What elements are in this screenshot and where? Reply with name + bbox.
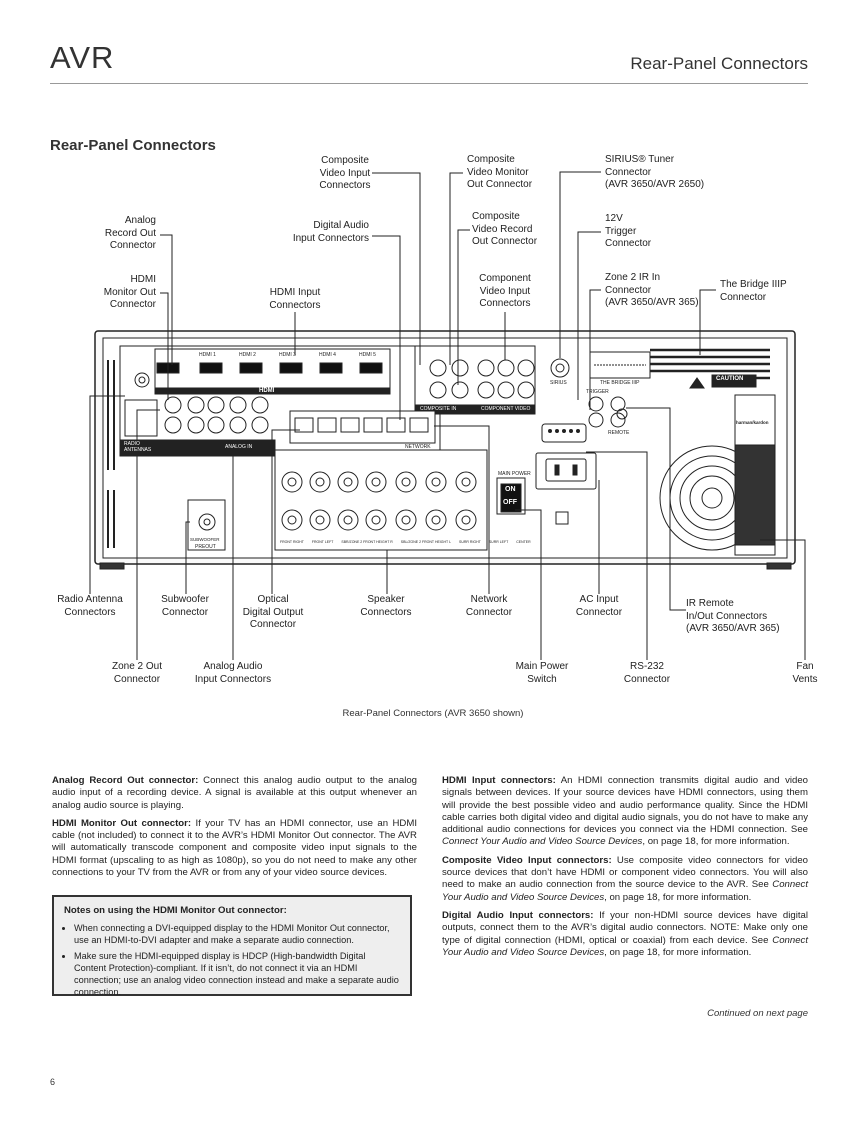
panel-label-brand-plate: harman/kardon (736, 420, 769, 425)
callout-fan-vents: Fan Vents (792, 661, 818, 685)
notes-list: When connecting a DVI-equipped display t… (64, 922, 400, 998)
panel-label-radio: RADIO ANTENNAS (124, 441, 152, 453)
page-header-title: Rear-Panel Connectors (630, 54, 808, 73)
callout-composite-video-record: Composite Video Record Out Connector (472, 211, 538, 247)
paragraph-hdmi-input: HDMI Input connectors: An HDMI connectio… (442, 775, 808, 849)
cross-reference: Connect Your Audio and Video Source Devi… (442, 879, 808, 903)
paragraph-tail: , on page 18, for more information. (604, 946, 752, 958)
speaker-label: SURR RIGHT (459, 540, 481, 544)
speaker-label: SURR LEFT (488, 540, 509, 544)
cross-reference: Connect Your Audio and Video Source Devi… (442, 934, 808, 958)
speaker-label: SBR/ZONE 2 FRONT HEIGHT R (341, 540, 393, 544)
callout-sirius-tuner: SIRIUS® Tuner Connector (AVR 3650/AVR 26… (605, 154, 705, 190)
speaker-label: SBL/ZONE 2 FRONT HEIGHT L (400, 540, 452, 544)
callout-radio-antenna: Radio Antenna Connectors (57, 594, 123, 618)
figure-caption: Rear-Panel Connectors (AVR 3650 shown) (342, 708, 524, 719)
panel-label-hdmi-2: HDMI 2 (239, 352, 256, 358)
paragraph-tail: , on page 18, for more information. (604, 891, 752, 903)
paragraph-hdmi-monitor-out: HDMI Monitor Out connector: If your TV h… (52, 818, 417, 879)
panel-label-on: ON (505, 486, 516, 493)
panel-label-sirius: SIRIUS (550, 380, 567, 386)
paragraph-heading: Digital Audio Input connectors: (442, 909, 594, 921)
panel-label-the-bridge: THE BRIDGE IIIP (600, 380, 640, 386)
paragraph-digital-audio-input: Digital Audio Input connectors: If your … (442, 910, 808, 959)
callout-component-video-input: Component Video Input Connectors (479, 273, 531, 309)
panel-label-trigger: TRIGGER (586, 389, 609, 395)
panel-label-preout: PREOUT (195, 544, 216, 550)
callout-main-power: Main Power Switch (515, 661, 569, 685)
callout-composite-video-monitor: Composite Video Monitor Out Connector (467, 154, 533, 190)
panel-label-subwoofer: SUBWOOFER (190, 537, 220, 542)
callout-bridge-iiip: The Bridge IIIP Connector (720, 279, 787, 303)
panel-label-main-power: MAIN POWER (498, 471, 531, 477)
callout-rs232: RS-232 Connector (623, 661, 671, 685)
paragraph-text: If your TV has an HDMI connector, use an… (52, 817, 418, 879)
callout-subwoofer: Subwoofer Connector (161, 594, 209, 618)
callout-composite-video-input: Composite Video Input Connectors (319, 155, 371, 191)
panel-label-off: OFF (503, 499, 517, 506)
continued-note: Continued on next page (707, 1008, 808, 1019)
paragraph-text: Connect this analog audio output to the … (52, 775, 417, 811)
paragraph-text: An HDMI connection transmits digital aud… (442, 775, 809, 836)
callout-ac-input: AC Input Connector (575, 594, 623, 618)
paragraph-tail: , on page 18, for more information. (642, 836, 790, 848)
panel-label-analog-in: ANALOG IN (225, 444, 253, 450)
panel-label-remote: REMOTE (608, 430, 630, 436)
rear-panel-diagram (89, 171, 806, 660)
callout-hdmi-input: HDMI Input Connectors (269, 287, 321, 311)
panel-label-hdmi: HDMI (259, 388, 275, 394)
callout-zone2-ir-in: Zone 2 IR In Connector (AVR 3650/AVR 365… (605, 272, 699, 308)
panel-label-caution: CAUTION (716, 376, 744, 382)
callout-analog-record-out: Analog Record Out Connector (104, 215, 156, 251)
page-number: 6 (50, 1077, 56, 1087)
paragraph-composite-video-input: Composite Video Input connectors: Use co… (442, 855, 808, 904)
callout-speaker: Speaker Connectors (360, 594, 412, 618)
speaker-labels-row: FRONT RIGHT FRONT LEFT SBR/ZONE 2 FRONT … (280, 540, 531, 544)
panel-label-hdmi-5: HDMI 5 (359, 352, 376, 358)
callout-zone2-out: Zone 2 Out Connector (111, 661, 163, 685)
speaker-label: CENTER (516, 540, 531, 544)
callout-digital-audio-input: Digital Audio Input Connectors (292, 220, 369, 244)
panel-label-hdmi-4: HDMI 4 (319, 352, 336, 358)
notes-item: When connecting a DVI-equipped display t… (74, 922, 400, 946)
header-divider (50, 83, 808, 84)
notes-box: Notes on using the HDMI Monitor Out conn… (52, 895, 412, 998)
section-title: Rear-Panel Connectors (50, 137, 216, 154)
paragraph-analog-record-out: Analog Record Out connector: Connect thi… (52, 775, 417, 812)
notes-item: Make sure the HDMI-equipped display is H… (74, 950, 400, 998)
notes-title: Notes on using the HDMI Monitor Out conn… (64, 905, 287, 916)
callout-network: Network Connector (465, 594, 513, 618)
left-column: Analog Record Out connector: Connect thi… (52, 775, 417, 885)
callout-hdmi-monitor-out: HDMI Monitor Out Connector (103, 274, 156, 310)
panel-label-network: NETWORK (405, 444, 431, 450)
paragraph-heading: Composite Video Input connectors: (442, 854, 612, 866)
paragraph-heading: HDMI Monitor Out connector: (52, 817, 192, 829)
brand-logo: AVR (50, 40, 115, 75)
right-column: HDMI Input connectors: An HDMI connectio… (442, 775, 808, 965)
panel-label-composite-in: COMPOSITE IN (420, 406, 457, 412)
panel-label-component-video: COMPONENT VIDEO (481, 406, 531, 412)
speaker-label: FRONT RIGHT (280, 540, 304, 544)
speaker-label: FRONT LEFT (311, 540, 334, 544)
paragraph-text: Use composite video connectors for video… (442, 854, 808, 891)
panel-label-hdmi-1: HDMI 1 (199, 352, 216, 358)
callout-analog-audio-input: Analog Audio Input Connectors (194, 661, 272, 685)
callout-ir-remote: IR Remote In/Out Connectors (AVR 3650/AV… (686, 598, 780, 634)
callout-12v-trigger: 12V Trigger Connector (605, 213, 652, 249)
cross-reference: Connect Your Audio and Video Source Devi… (442, 836, 643, 848)
paragraph-text: If your non-HDMI source devices have dig… (442, 909, 808, 946)
paragraph-heading: Analog Record Out connector: (52, 775, 199, 786)
panel-label-hdmi-3: HDMI 3 (279, 352, 296, 358)
paragraph-heading: HDMI Input connectors: (442, 775, 556, 786)
callout-optical-digital-output: Optical Digital Output Connector (242, 594, 304, 630)
